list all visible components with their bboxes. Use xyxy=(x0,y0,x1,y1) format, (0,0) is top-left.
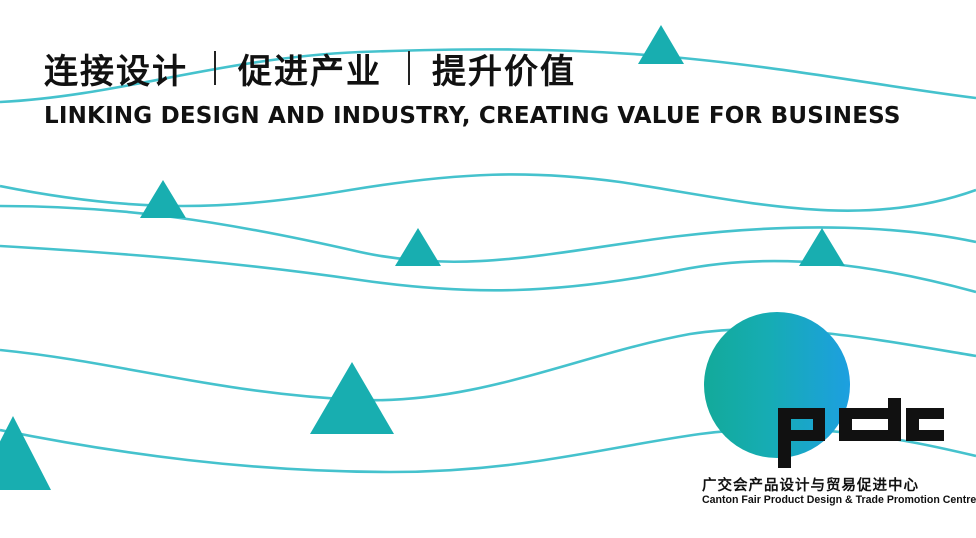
logo-name-english: Canton Fair Product Design & Trade Promo… xyxy=(702,494,976,506)
slogan-chinese: 连接设计 促进产业 提升价值 xyxy=(44,42,576,94)
triangle-shape-4 xyxy=(799,228,845,266)
slogan-part-promote-industry: 促进产业 xyxy=(238,51,382,92)
triangle-shape-6 xyxy=(0,416,51,490)
slogan-divider xyxy=(408,51,410,85)
slogan-divider xyxy=(214,51,216,85)
triangle-shape-1 xyxy=(638,25,684,64)
wave-line-1 xyxy=(0,48,976,104)
logo-name-chinese: 广交会产品设计与贸易促进中心 xyxy=(702,478,919,494)
triangle-shape-2 xyxy=(140,180,186,218)
triangle-shape-5 xyxy=(310,362,394,434)
slogan-part-link-design: 连接设计 xyxy=(44,51,188,92)
pdc-wordmark: pdc xyxy=(778,398,944,468)
wave-line-2 xyxy=(0,173,976,212)
triangle-shape-3 xyxy=(395,228,441,266)
slogan-english: LINKING DESIGN AND INDUSTRY, CREATING VA… xyxy=(44,103,901,129)
logo-circle xyxy=(704,312,850,458)
slogan-part-add-value: 提升价值 xyxy=(432,51,576,92)
pdc-logo: pdc 广交会产品设计与贸易促进中心 Canton Fair Product D… xyxy=(700,312,976,512)
